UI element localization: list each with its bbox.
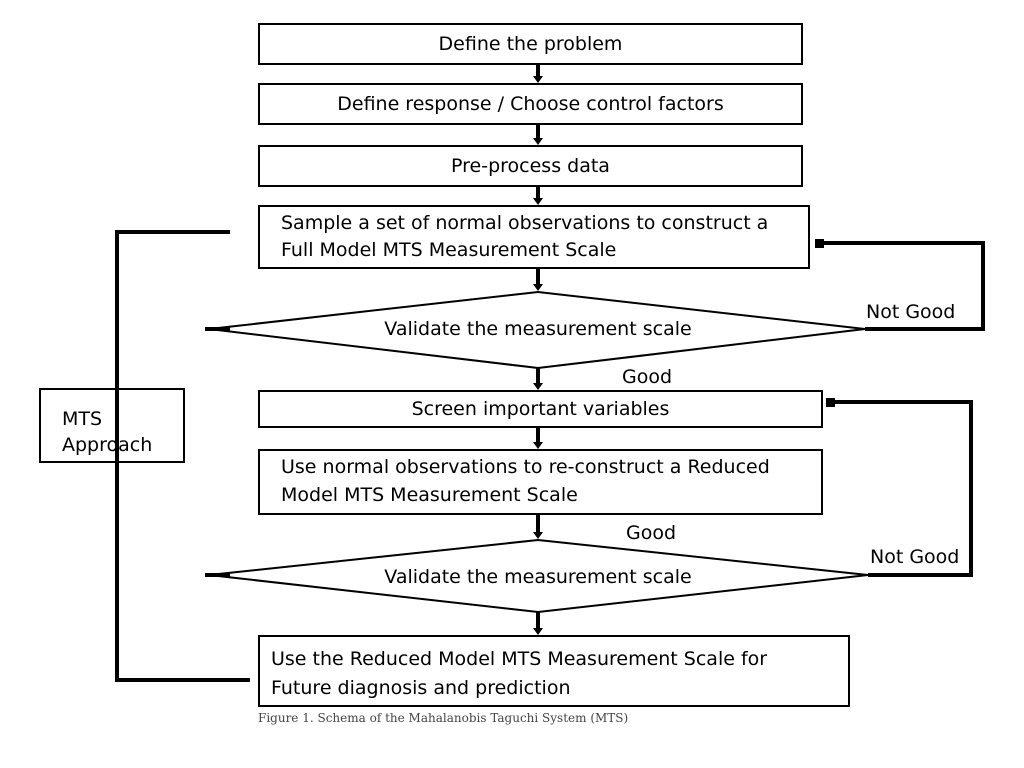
box-reconstruct-reduced-model — [258, 449, 823, 515]
step-reconstruct-line1: Use normal observations to re-construct … — [281, 456, 770, 478]
step-reconstruct-line2: Model MTS Measurement Scale — [281, 484, 578, 506]
arrowhead — [533, 532, 543, 539]
figure-caption: Figure 1. Schema of the Mahalanobis Tagu… — [258, 711, 629, 725]
arrowhead — [533, 76, 543, 83]
box-define-response — [258, 83, 803, 125]
step-define-response: Define response / Choose control factors — [337, 93, 724, 115]
label-mts-approach-line1: MTS — [62, 408, 103, 430]
loop-entry-marker — [815, 239, 824, 248]
bracket-mts-approach — [115, 230, 250, 682]
arrowhead — [533, 628, 543, 635]
box-define-problem — [258, 23, 803, 65]
arrowhead — [533, 198, 543, 205]
loop-entry-marker — [826, 398, 835, 407]
arrowhead — [533, 138, 543, 145]
label-good-1: Good — [622, 366, 673, 388]
step-sample-line2: Full Model MTS Measurement Scale — [281, 239, 617, 261]
box-screen-variables — [258, 390, 823, 428]
step-validate-1: Validate the measurement scale — [384, 318, 692, 340]
label-good-2: Good — [626, 522, 677, 544]
box-preprocess — [258, 145, 803, 187]
label-mts-approach-line2: Approach — [62, 434, 153, 456]
box-sample-full-model — [258, 205, 810, 269]
arrowhead — [533, 383, 543, 390]
step-sample-line1: Sample a set of normal observations to c… — [281, 212, 769, 234]
label-not-good-1: Not Good — [866, 301, 956, 323]
loop-not-good-1 — [815, 241, 985, 331]
label-not-good-2: Not Good — [870, 546, 960, 568]
step-screen: Screen important variables — [411, 398, 670, 420]
arrowhead — [533, 284, 543, 291]
box-mts-approach — [39, 388, 185, 463]
step-validate-2: Validate the measurement scale — [384, 566, 692, 588]
loop-not-good-2 — [828, 400, 973, 577]
step-define-problem: Define the problem — [438, 33, 623, 55]
step-preprocess: Pre-process data — [451, 155, 610, 177]
step-use-line1: Use the Reduced Model MTS Measurement Sc… — [271, 648, 768, 670]
arrowhead — [533, 442, 543, 449]
box-use-reduced-model — [258, 635, 850, 707]
step-use-line2: Future diagnosis and prediction — [271, 677, 571, 699]
